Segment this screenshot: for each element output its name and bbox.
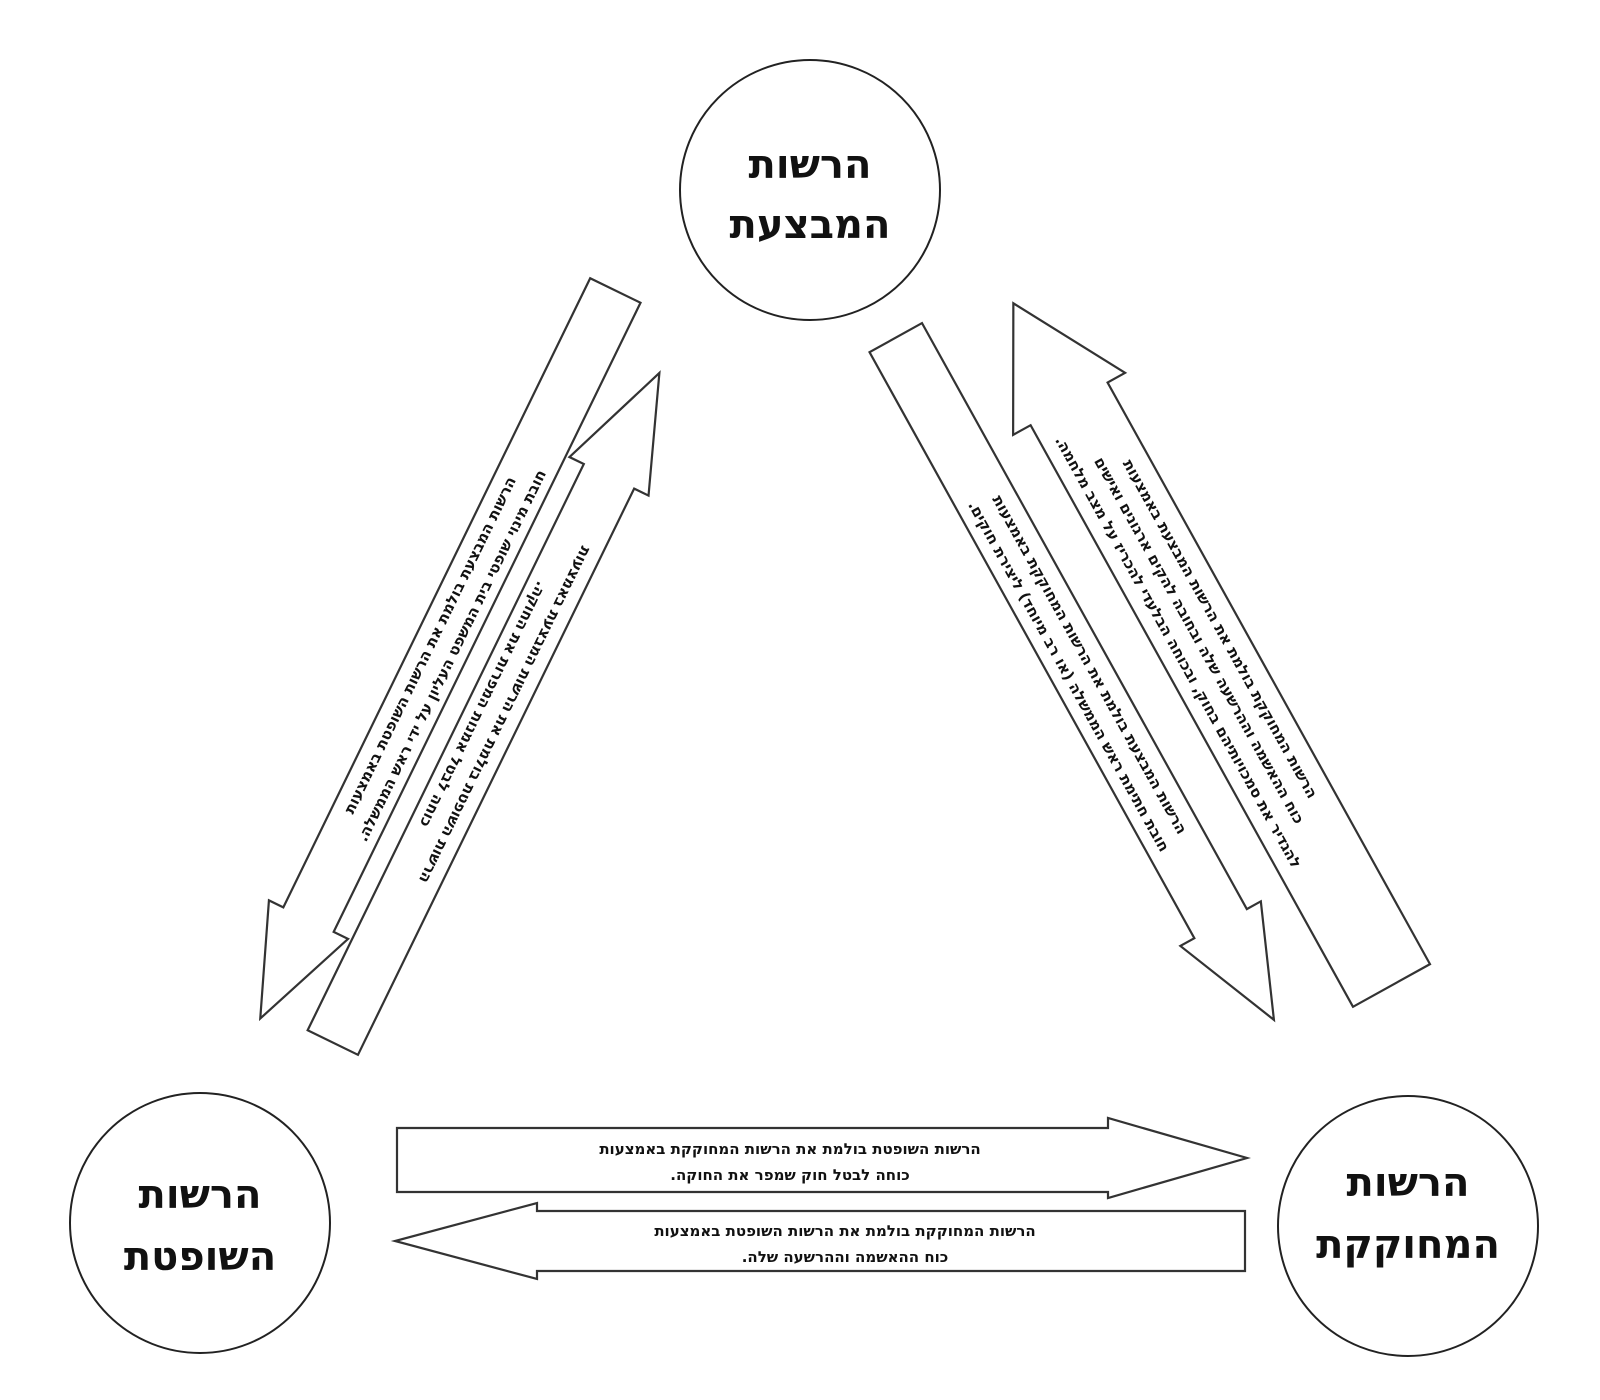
node-judicial-circle <box>69 1092 331 1354</box>
arrow-exec-to-legislative-shape <box>868 321 1276 1023</box>
node-judicial-line2: השופטת <box>124 1234 276 1280</box>
node-executive-circle <box>679 59 941 321</box>
arrow-legislative-to-exec-shape <box>1012 301 1432 1009</box>
node-legislative: הרשות המחוקקת <box>1277 1095 1539 1357</box>
node-executive: הרשות המבצעת <box>679 59 941 321</box>
node-legislative-line2: המחוקקת <box>1316 1222 1500 1268</box>
node-legislative-line1: הרשות <box>1347 1160 1470 1206</box>
arrow-judicial-to-legislative: הרשות השופטת בולמת את הרשות המחוקקת באמצ… <box>395 1116 1251 1200</box>
arrow-exec-to-judicial-shape <box>258 276 642 1022</box>
node-judicial-line1: הרשות <box>139 1172 262 1218</box>
arrow-legislative-to-judicial-shape <box>390 1201 1247 1281</box>
arrow-judicial-to-exec: הרשות השופטת בולמת את הרשות המבצעת באמצע… <box>306 370 661 1057</box>
node-legislative-circle <box>1277 1095 1539 1357</box>
arrow-legislative-to-judicial-line2: כוח ההאשמה וההרשעה שלה. <box>742 1248 949 1266</box>
arrow-legislative-to-judicial: הרשות המחוקקת בולמת את הרשות השופטת באמצ… <box>390 1201 1247 1281</box>
arrow-exec-to-judicial: הרשות המבצעת בולמת את הרשות השופטת באמצע… <box>258 276 642 1022</box>
arrow-judicial-to-exec-shape <box>306 370 661 1057</box>
node-executive-line1: הרשות <box>749 142 872 188</box>
arrow-judicial-to-legislative-line2: כוחה לבטל חוק שמפר את החוקה. <box>670 1166 909 1184</box>
arrow-judicial-to-legislative-shape <box>395 1116 1251 1200</box>
arrow-legislative-to-judicial-line1: הרשות המחוקקת בולמת את הרשות השופטת באמצ… <box>654 1222 1035 1240</box>
node-executive-line2: המבצעת <box>730 202 891 248</box>
node-judicial: הרשות השופטת <box>69 1092 331 1354</box>
arrow-judicial-to-legislative-line1: הרשות השופטת בולמת את הרשות המחוקקת באמצ… <box>599 1140 980 1158</box>
